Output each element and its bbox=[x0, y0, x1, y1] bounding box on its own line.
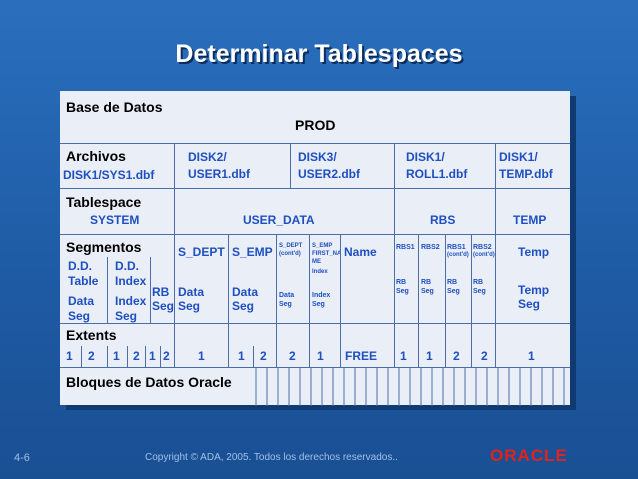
seg-dd-table-l1: D.D. bbox=[68, 259, 92, 273]
seg-temp: Temp bbox=[518, 245, 550, 259]
seg-rbs1-cont-l3: RB bbox=[447, 279, 458, 286]
database-name: PROD bbox=[295, 117, 336, 133]
page-number: 4-6 bbox=[14, 452, 30, 464]
row-archivos: Archivos DISK1/SYS1.dbf DISK2/ USER1.dbf… bbox=[60, 143, 570, 188]
seg-semp2-l4: Index bbox=[312, 269, 328, 275]
tablespace-user-data: USER_DATA bbox=[243, 213, 315, 227]
seg-dd-index-l1: D.D. bbox=[115, 259, 139, 273]
extents-label: Extents bbox=[66, 327, 117, 343]
extent-5: 1 bbox=[149, 349, 156, 363]
file-sys1: DISK1/SYS1.dbf bbox=[63, 168, 155, 182]
extent-14: 1 bbox=[426, 349, 433, 363]
row-extents: Extents 1 2 1 2 1 2 1 1 2 2 1 FREE 1 1 2… bbox=[60, 323, 570, 367]
seg-rbs2-cont: RBS2 bbox=[473, 244, 492, 251]
seg-semp-data-l1: Data bbox=[232, 285, 259, 299]
extent-11: 1 bbox=[317, 349, 324, 363]
seg-rbs2-l2: Seg bbox=[421, 288, 434, 295]
seg-temp-l2: Seg bbox=[518, 297, 541, 311]
seg-semp2-l2: FIRST_NA bbox=[312, 251, 342, 257]
seg-sdept2-l2: (cont'd) bbox=[279, 251, 301, 257]
seg-semp2-index-l2: Seg bbox=[312, 301, 325, 308]
seg-semp: S_EMP bbox=[232, 245, 273, 259]
seg-index-seg-l1: Index bbox=[115, 294, 147, 308]
archivos-label: Archivos bbox=[66, 148, 126, 164]
seg-rbs1-cont: RBS1 bbox=[447, 244, 466, 251]
seg-sdept2-data-l1: Data bbox=[279, 292, 295, 299]
seg-rb-l1: RB bbox=[152, 285, 170, 299]
file-user1-dir: DISK2/ bbox=[188, 150, 227, 164]
seg-rb-l2: Seg bbox=[152, 299, 175, 313]
seg-data-seg-l1: Data bbox=[68, 294, 95, 308]
extent-15: 2 bbox=[453, 349, 460, 363]
file-user1-name: USER1.dbf bbox=[188, 167, 251, 181]
extent-9: 2 bbox=[260, 349, 267, 363]
segmentos-label: Segmentos bbox=[66, 239, 142, 255]
extent-free: FREE bbox=[345, 349, 378, 363]
seg-rbs1-cont-l4: Seg bbox=[447, 288, 460, 295]
seg-semp2-index-l1: Index bbox=[312, 292, 331, 299]
base-de-datos-label: Base de Datos bbox=[66, 99, 163, 115]
row-bloques: Bloques de Datos Oracle bbox=[60, 367, 570, 406]
file-user2-name: USER2.dbf bbox=[298, 167, 361, 181]
seg-rbs2-cont-l4: Seg bbox=[473, 288, 486, 295]
blocks-grid bbox=[255, 368, 565, 406]
extent-6: 2 bbox=[163, 349, 170, 363]
extent-8: 1 bbox=[238, 349, 245, 363]
extent-13: 1 bbox=[400, 349, 407, 363]
file-roll1-name: ROLL1.dbf bbox=[406, 167, 468, 181]
seg-rbs1-l1: RB bbox=[396, 279, 407, 286]
slide-title: Determinar Tablespaces bbox=[175, 40, 463, 68]
extent-2: 2 bbox=[88, 349, 95, 363]
seg-rbs1-cont-l2: (cont'd) bbox=[447, 252, 469, 258]
seg-rbs2-l1: RB bbox=[421, 279, 432, 286]
seg-sdept2-data-l2: Seg bbox=[279, 301, 292, 308]
oracle-logo: ORACLE bbox=[490, 446, 568, 465]
row-base-de-datos: Base de Datos PROD bbox=[60, 91, 570, 143]
seg-sdept-data-l2: Seg bbox=[178, 299, 201, 313]
seg-name: Name bbox=[344, 245, 377, 259]
file-roll1-dir: DISK1/ bbox=[406, 150, 445, 164]
bloques-label: Bloques de Datos Oracle bbox=[66, 374, 232, 390]
tablespace-label: Tablespace bbox=[66, 194, 142, 210]
copyright-text: Copyright © ADA, 2005. Todos los derecho… bbox=[145, 452, 398, 463]
extent-17: 1 bbox=[528, 349, 535, 363]
seg-rbs2-cont-l2: (cont'd) bbox=[473, 252, 495, 258]
extent-4: 2 bbox=[133, 349, 140, 363]
seg-semp-data-l2: Seg bbox=[232, 299, 255, 313]
seg-rbs1: RBS1 bbox=[396, 244, 415, 251]
row-tablespace: Tablespace SYSTEM USER_DATA RBS TEMP bbox=[60, 188, 570, 234]
seg-index-seg-l2: Seg bbox=[115, 309, 138, 323]
seg-temp-l1: Temp bbox=[518, 283, 550, 297]
file-user2-dir: DISK3/ bbox=[298, 150, 337, 164]
extent-1: 1 bbox=[66, 349, 73, 363]
file-temp-dir: DISK1/ bbox=[499, 150, 538, 164]
seg-data-seg-l2: Seg bbox=[68, 309, 91, 323]
tablespace-system: SYSTEM bbox=[90, 213, 140, 227]
file-temp-name: TEMP.dbf bbox=[499, 167, 553, 181]
extent-7: 1 bbox=[198, 349, 205, 363]
seg-sdept-data-l1: Data bbox=[178, 285, 205, 299]
extent-3: 1 bbox=[113, 349, 120, 363]
seg-dd-table-l2: Table bbox=[68, 274, 99, 288]
seg-semp2-l3: ME bbox=[312, 259, 321, 265]
seg-semp2-l1: S_EMP bbox=[312, 243, 333, 249]
extent-16: 2 bbox=[481, 349, 488, 363]
extent-10: 2 bbox=[289, 349, 296, 363]
seg-rbs2: RBS2 bbox=[421, 244, 440, 251]
seg-sdept: S_DEPT bbox=[178, 245, 225, 259]
seg-sdept2-l1: S_DEPT bbox=[279, 243, 303, 249]
seg-dd-index-l2: Index bbox=[115, 274, 147, 288]
seg-rbs1-l2: Seg bbox=[396, 288, 409, 295]
tablespace-temp: TEMP bbox=[513, 213, 547, 227]
tablespace-rbs: RBS bbox=[430, 213, 456, 227]
row-segmentos: Segmentos D.D. Table Data Seg D.D. Index… bbox=[60, 234, 570, 323]
seg-rbs2-cont-l3: RB bbox=[473, 279, 484, 286]
